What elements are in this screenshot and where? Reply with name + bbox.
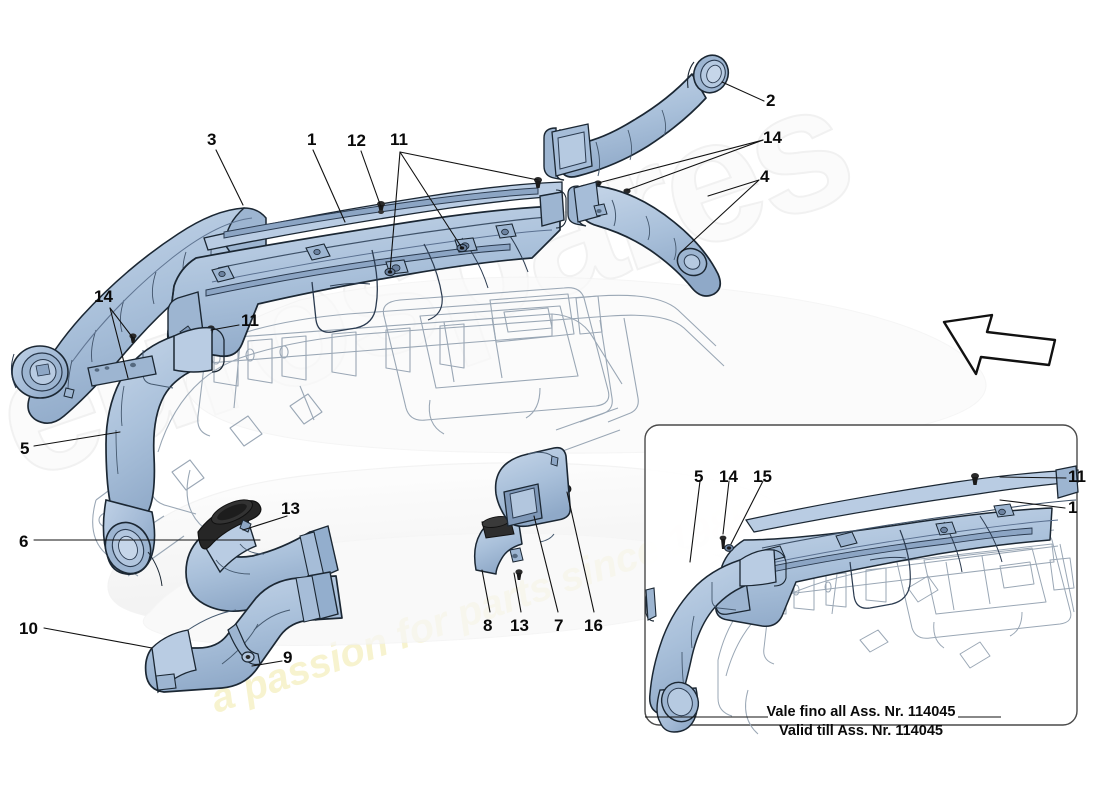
leader-lines-main — [33, 81, 765, 667]
part-5-duct[interactable] — [87, 326, 225, 587]
callout-label-12[interactable]: 12 — [347, 131, 366, 150]
callout-label-13-left[interactable]: 13 — [281, 499, 300, 518]
screw-14-a — [129, 333, 137, 343]
screw-13-b — [515, 569, 523, 580]
part-8-bracket[interactable] — [473, 515, 524, 575]
inset-screw-14 — [719, 535, 727, 549]
callout-label-2[interactable]: 2 — [766, 91, 776, 110]
inset-clip-11 — [971, 473, 979, 485]
inset-caption-italian: Vale fino all Ass. Nr. 114045 — [766, 704, 956, 720]
inset-callout-label-14[interactable]: 14 — [719, 467, 738, 486]
callout-label-7[interactable]: 7 — [554, 616, 564, 635]
inset-clip-15 — [724, 544, 734, 552]
part-4-duct[interactable] — [567, 181, 722, 297]
callout-label-4[interactable]: 4 — [760, 167, 770, 186]
inset-callout-label-15[interactable]: 15 — [753, 467, 772, 486]
inset-part-5-duct[interactable] — [645, 535, 787, 733]
callout-label-13-mid[interactable]: 13 — [510, 616, 529, 635]
callout-label-6[interactable]: 6 — [19, 532, 29, 551]
direction-arrow-icon — [942, 313, 1057, 376]
part-7-vent-box[interactable] — [494, 446, 572, 543]
callout-label-11-top[interactable]: 11 — [390, 130, 408, 149]
callout-label-10[interactable]: 10 — [19, 619, 38, 638]
callout-label-14-left[interactable]: 14 — [94, 287, 113, 306]
inset-callout-label-5[interactable]: 5 — [694, 467, 704, 486]
leader-lines-inset — [689, 476, 1067, 563]
callout-label-11-left[interactable]: 11 — [241, 311, 259, 330]
part-10-duct[interactable] — [144, 571, 343, 694]
callout-label-5[interactable]: 5 — [20, 439, 30, 458]
callout-label-9[interactable]: 9 — [283, 648, 293, 667]
callout-label-1[interactable]: 1 — [307, 130, 317, 149]
inset-callout-label-11[interactable]: 11 — [1068, 467, 1086, 486]
inset-caption-english: Valid till Ass. Nr. 114045 — [779, 723, 943, 739]
callout-label-14-right[interactable]: 14 — [763, 128, 782, 147]
inset-callout-label-1[interactable]: 1 — [1068, 498, 1078, 517]
part-2-duct[interactable] — [543, 50, 734, 181]
callout-label-8[interactable]: 8 — [483, 616, 493, 635]
callout-label-16[interactable]: 16 — [584, 616, 603, 635]
callout-label-3[interactable]: 3 — [207, 130, 217, 149]
